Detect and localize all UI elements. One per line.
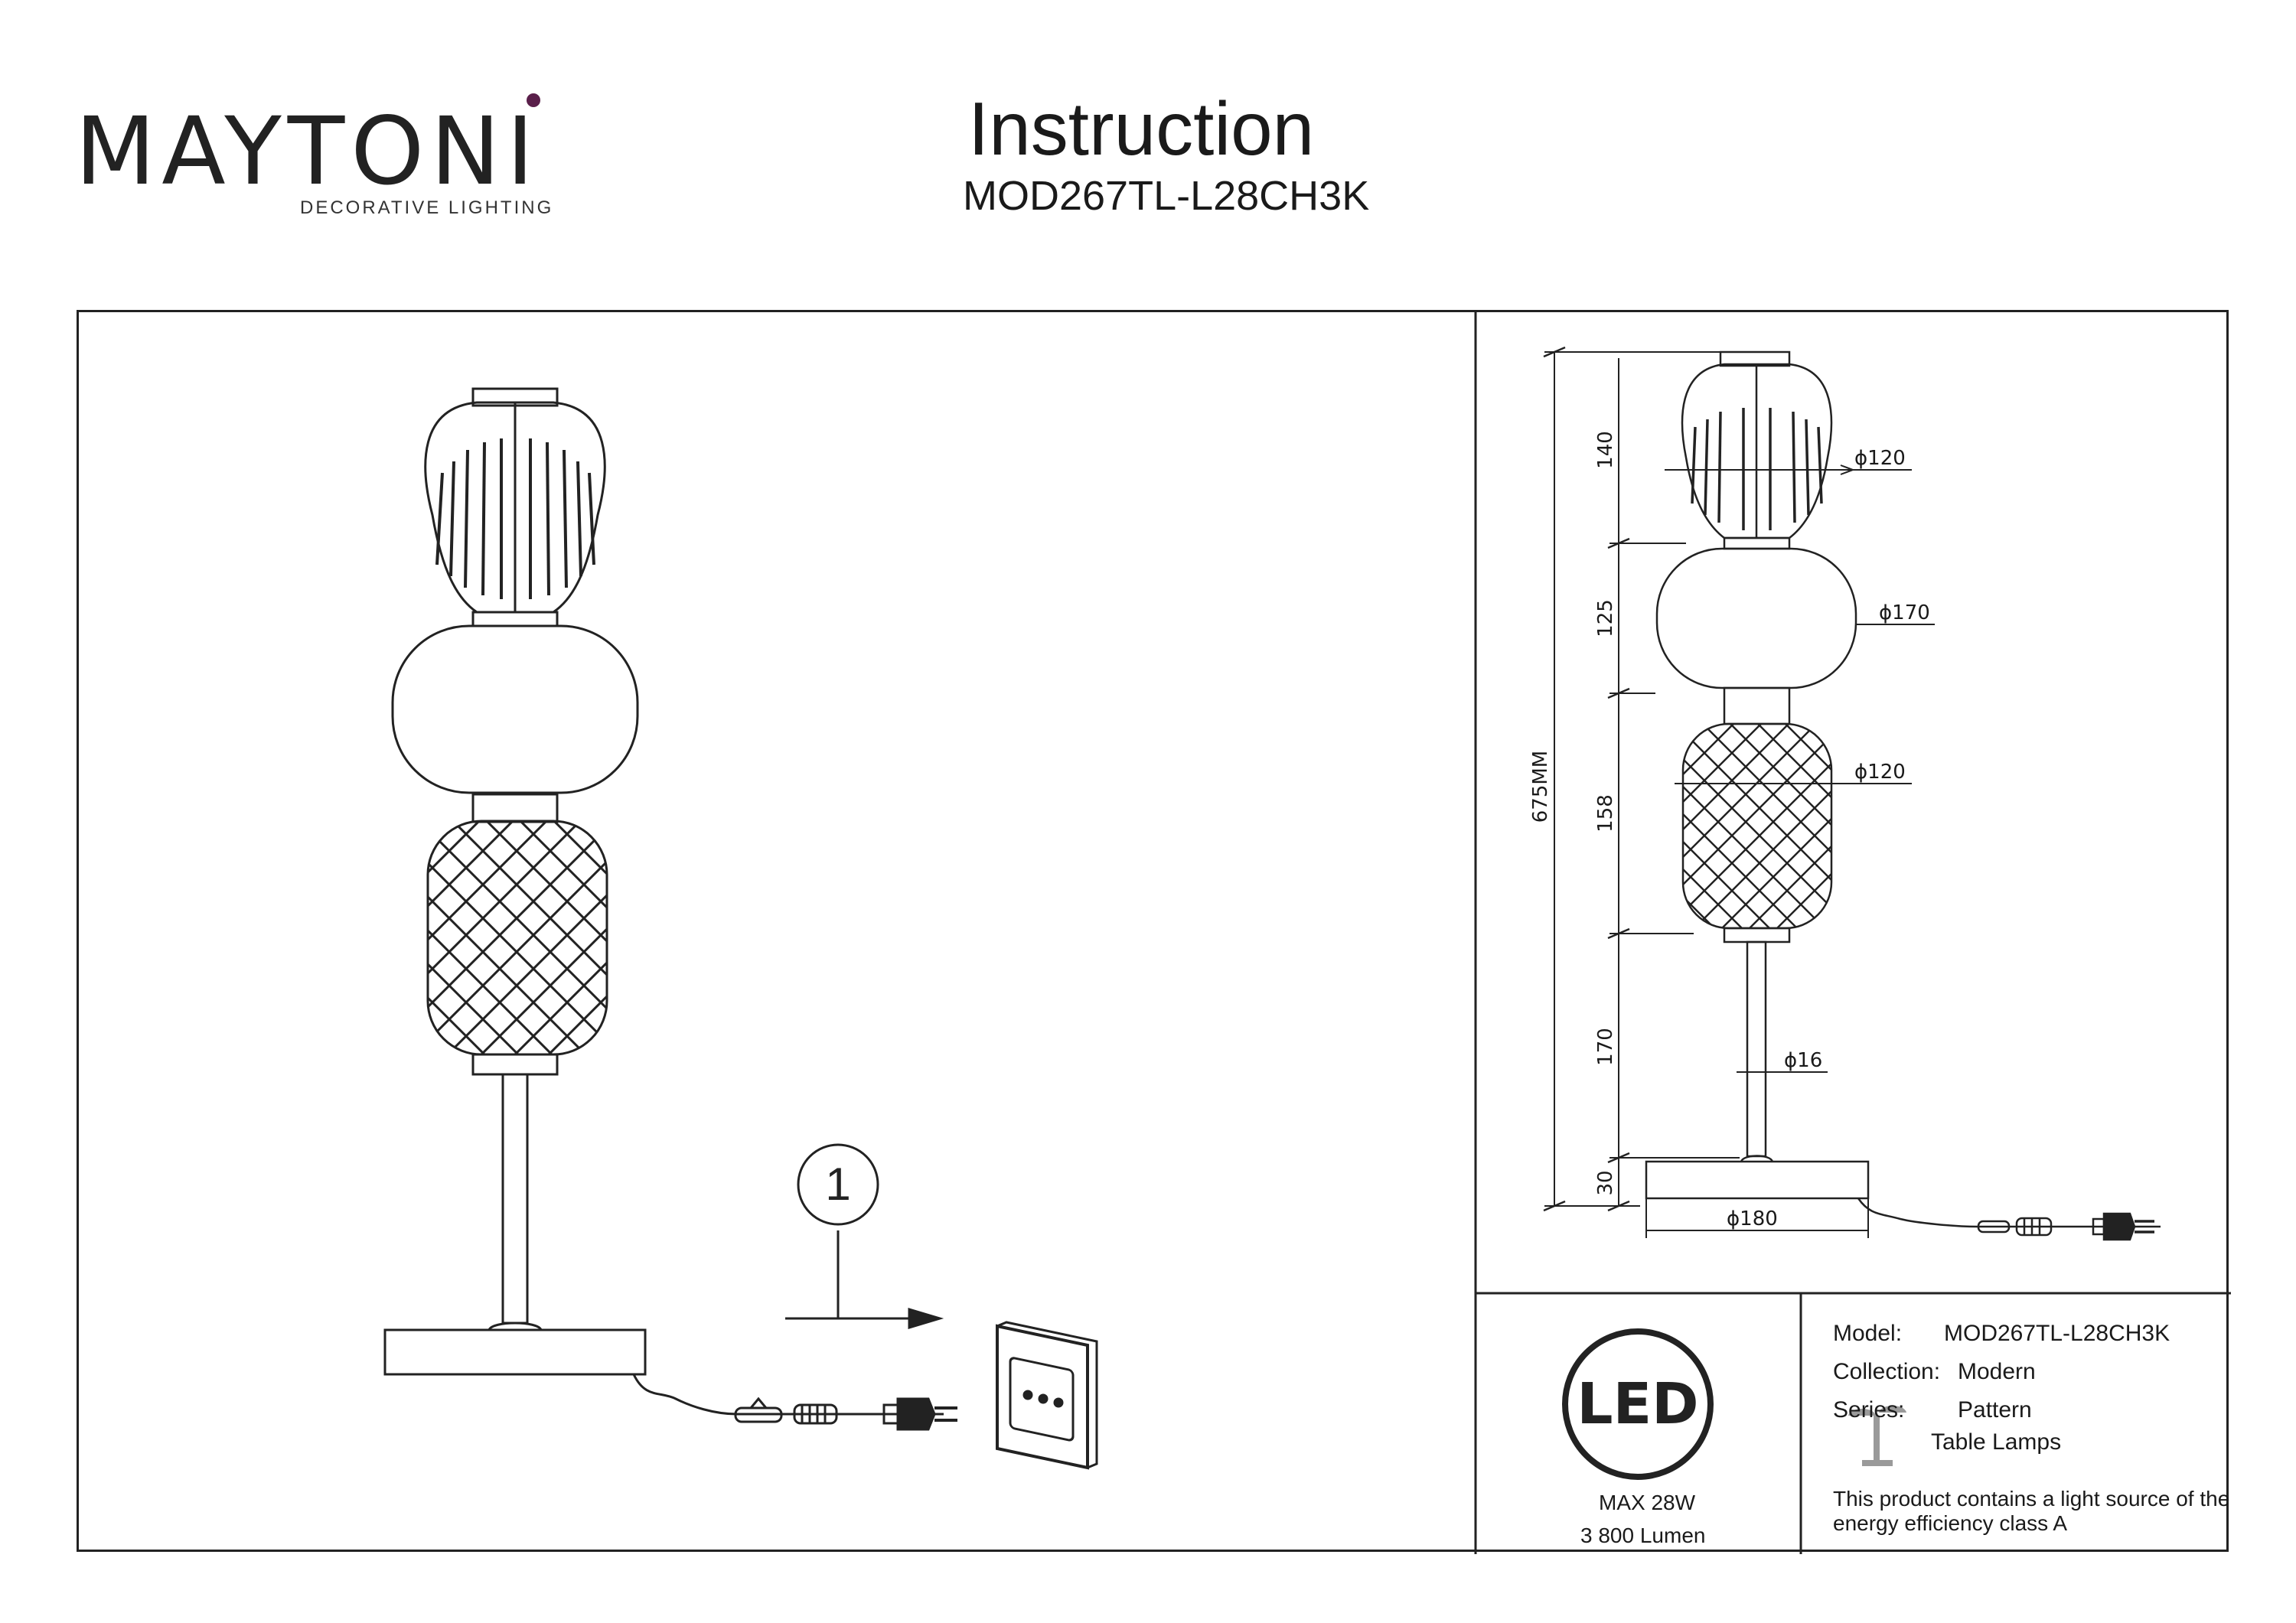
dim-total-height: 675MM [1529,751,1552,823]
led-power: MAX 28W [1599,1491,1696,1514]
power-cable [632,1374,944,1416]
dim-base-diameter: ϕ180 [1727,1207,1778,1230]
dim-lower-diameter: ϕ120 [1854,761,1906,784]
document-title: Instruction [968,86,1315,171]
dim-base-segment: 30 [1594,1170,1617,1195]
led-badge-text: LED [1577,1371,1698,1437]
spec-series-label: Series: [1833,1397,1905,1423]
spec-series-value: Pattern [1958,1397,2032,1423]
document-model-code: MOD267TL-L28CH3K [963,173,1370,219]
cable-coil [793,1403,838,1425]
dim-stem-diameter: ϕ16 [1784,1049,1822,1072]
spec-category: Table Lamps [1931,1429,2062,1455]
lamp-stem [501,1073,529,1325]
dim-middle-diameter: ϕ170 [1879,601,1930,624]
sheet-drawing: 1 [383,312,2231,1554]
led-badge-icon [1562,1328,1714,1480]
led-lumen: 3 800 Lumen [1580,1524,1706,1547]
dimension-drawing [1543,346,2161,1241]
lamp-base [383,1328,647,1376]
middle-glass-shade [391,624,639,794]
wall-socket-icon [996,1321,1098,1470]
spec-collection-value: Modern [1958,1359,2036,1384]
dim-middle-segment: 125 [1594,599,1617,637]
dim-top-segment: 140 [1594,431,1617,469]
dim-top-diameter: ϕ120 [1854,447,1906,470]
spec-model-label: Model: [1833,1321,1903,1346]
dim-lower-segment: 158 [1594,794,1617,833]
step-number: 1 [825,1159,850,1210]
step-number-circle [797,1143,879,1226]
instruction-sheet: 1 [77,310,2231,1554]
inline-switch [734,1406,783,1423]
dim-stem-segment: 170 [1594,1028,1617,1066]
logo-dot-icon [527,93,540,107]
lamp-illustration [383,387,1098,1470]
energy-note-line1: This product contains a light source of … [1833,1487,2230,1511]
spec-collection-label: Collection: [1833,1359,1941,1384]
energy-note-line2: energy efficiency class A [1833,1511,2068,1535]
power-plug [882,1397,957,1431]
brand-wordmark: MAYTONI [75,97,540,205]
brand-tagline: DECORATIVE LIGHTING [300,197,554,218]
spec-model-value: MOD267TL-L28CH3K [1944,1321,2170,1346]
table-lamp-icon [1848,1406,1906,1466]
maytoni-logo: MAYTONI [75,93,540,205]
